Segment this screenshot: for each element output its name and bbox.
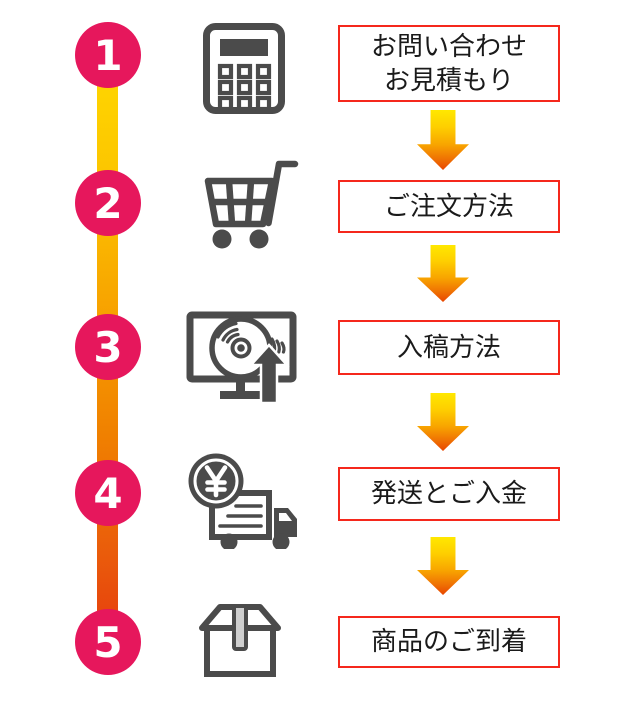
- flow-box-shipping-payment: 発送とご入金: [338, 467, 560, 521]
- step-number: 1: [93, 30, 123, 80]
- step-circle-4: 4: [75, 460, 141, 526]
- monitor-disc-upload-icon: [186, 311, 298, 410]
- step-circle-5: 5: [75, 609, 141, 675]
- flow-box-order-method: ご注文方法: [338, 180, 560, 233]
- flow-box-label: 発送とご入金: [370, 479, 527, 509]
- step-circle-1: 1: [75, 22, 141, 88]
- flow-box-label: お問い合わせ: [370, 31, 527, 62]
- flow-box-label: ご注文方法: [383, 191, 514, 222]
- step-circle-2: 2: [75, 170, 141, 236]
- step-number: 3: [93, 322, 123, 372]
- flow-box-product-arrival: 商品のご到着: [338, 616, 560, 668]
- step-circle-3: 3: [75, 314, 141, 380]
- step-number: 2: [93, 178, 123, 228]
- step-number: 4: [93, 468, 123, 518]
- flow-box-label: お見積もり: [383, 65, 514, 96]
- flow-box-submission-method: 入稿方法: [338, 320, 560, 375]
- flow-box-label: 商品のご到着: [370, 627, 527, 657]
- step-number: 5: [93, 617, 123, 667]
- down-arrow-icon: [417, 110, 469, 170]
- calculator-icon: [202, 22, 286, 119]
- flow-box-label: 入稿方法: [396, 332, 501, 363]
- down-arrow-icon: [417, 245, 469, 302]
- down-arrow-icon: [417, 537, 469, 595]
- flow-box-inquiry-quote: お問い合わせ お見積もり: [338, 25, 560, 102]
- down-arrow-icon: [417, 393, 469, 451]
- package-box-icon: [196, 601, 284, 683]
- shopping-cart-icon: [195, 157, 299, 254]
- yen-coin-truck-icon: [186, 452, 300, 553]
